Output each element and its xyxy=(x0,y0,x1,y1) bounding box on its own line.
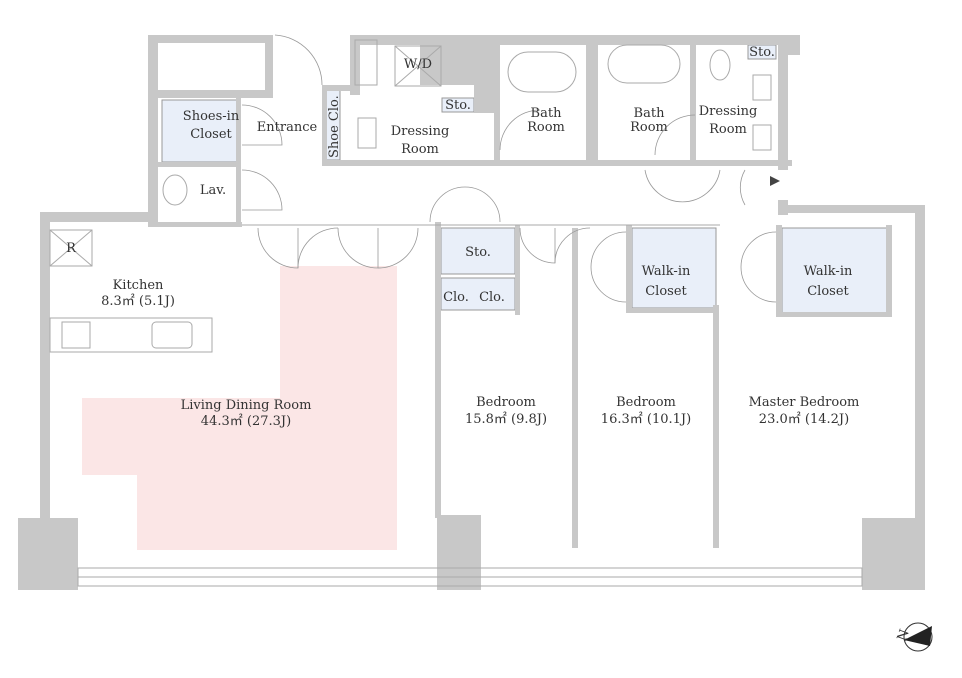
sto3-label: Sto. xyxy=(465,245,491,260)
north-compass-icon: N xyxy=(895,622,933,652)
clo2-label: Clo. xyxy=(479,290,505,305)
fixtures xyxy=(49,39,780,353)
shoe-clo-label: Shoe Clo. xyxy=(327,95,342,158)
clo1-label: Clo. xyxy=(443,290,469,305)
living-highlight-area xyxy=(82,266,397,550)
sto-area xyxy=(440,227,516,275)
fridge-label: R xyxy=(66,241,77,256)
entrance-label: Entrance xyxy=(257,120,318,135)
entrance-arrow-icon xyxy=(770,176,780,186)
svg-text:N: N xyxy=(895,627,913,643)
windows xyxy=(77,224,863,587)
walls xyxy=(18,35,925,590)
doors xyxy=(241,34,777,303)
lav-label: Lav. xyxy=(200,183,226,198)
sto2-label: Sto. xyxy=(749,45,775,60)
wd-label: W/D xyxy=(404,57,432,72)
sto1-label: Sto. xyxy=(445,98,471,113)
